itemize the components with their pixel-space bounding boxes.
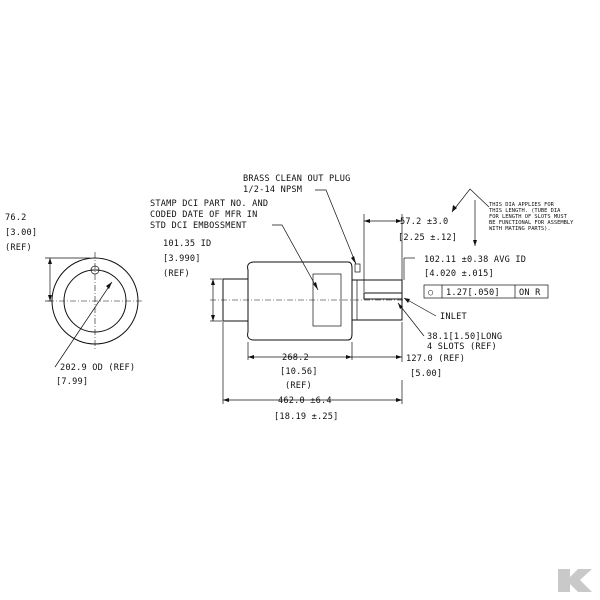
dim-268-arrow-right [346, 355, 352, 359]
dia-note-5: WITH MATING PARTS). [489, 226, 551, 232]
feature-control-frame: ○ 1.27[.050] ON R [423, 284, 549, 299]
main-body [247, 261, 353, 341]
dim-76-arrow-bot [48, 295, 52, 301]
slots-label: 38.1[1.50]LONG [427, 332, 502, 342]
dim-76-arrow-top [48, 258, 52, 264]
slots-label-2: 4 SLOTS (REF) [427, 342, 497, 352]
stamp-leader [272, 224, 319, 291]
dim-127-inch: [5.00] [410, 369, 442, 379]
dim-268-inch: [10.56] [280, 367, 318, 377]
dia-note-3: FOR LENGTH OF SLOTS MUST [489, 214, 568, 220]
inlet-leader-arrow [404, 298, 410, 303]
slot [363, 292, 403, 300]
dim-127-value: 127.0 (REF) [406, 354, 465, 364]
end-view: 76.2 [3.00] (REF) 202.9 OD (REF) [7.99] [5, 213, 142, 387]
stamp-leader-arrow [313, 282, 318, 290]
dim-462-arrow-left [223, 398, 229, 402]
dim-57-arrow-left [364, 219, 370, 223]
dim-76-ref: (REF) [5, 243, 32, 253]
plug-leader-arrow [351, 256, 356, 264]
dia-note-1: THIS DIA APPLIES FOR [489, 202, 555, 208]
dim-462-arrow-right [396, 398, 402, 402]
dim-57-arrow-right [396, 219, 402, 223]
stamp-note-2: CODED DATE OF MFR IN [150, 210, 257, 220]
stamp-note-1: STAMP DCI PART NO. AND [150, 199, 268, 209]
slots-leader [397, 302, 425, 337]
avg-id-value: 102.11 ±0.38 AVG ID [424, 255, 526, 265]
dia-note-leader [451, 188, 490, 213]
od-leader [54, 281, 113, 368]
dim-101-arrow-top [211, 279, 215, 285]
avg-id-inch: [4.020 ±.015] [424, 269, 494, 279]
od-leader-arrow [106, 282, 112, 289]
dim-101-ref: (REF) [163, 269, 190, 279]
fcf-modifier: ON R [519, 288, 541, 298]
plug-note-2: 1/2-14 NPSM [243, 185, 302, 195]
dim-462-inch: [18.19 ±.25] [274, 412, 339, 422]
clean-out-plug [354, 263, 361, 273]
fcf-tolerance: 1.27[.050] [446, 288, 500, 298]
slots-leader-arrow [398, 303, 403, 309]
dim-57-value: 57.2 ±3.0 [400, 217, 448, 227]
dim-101-value: 101.35 ID [163, 239, 211, 249]
dim-76-inch: [3.00] [5, 228, 37, 238]
plug-leader [315, 189, 357, 265]
fcf-symbol: ○ [428, 288, 433, 298]
dim-57-inch: [2.25 ±.12] [398, 233, 457, 243]
dia-note-4: BE FUNCTIONAL FOR ASSEMBLY [489, 220, 574, 226]
dia-note-arrow [452, 205, 457, 212]
dia-note-2: THIS LENGTH. (TUBE DIA [489, 208, 561, 214]
dim-268-value: 268.2 [282, 353, 309, 363]
inlet-leader [403, 297, 437, 317]
stamp-note-3: STD DCI EMBOSSMENT [150, 221, 247, 231]
fcf-box [423, 284, 549, 299]
side-view: 101.35 ID [3.990] (REF) STAMP DCI PART N… [150, 174, 574, 422]
dim-268-ref: (REF) [285, 381, 312, 391]
dim-76-value: 76.2 [5, 213, 27, 223]
dim-101-inch: [3.990] [163, 254, 201, 264]
brand-logo [558, 569, 592, 592]
od-inch: [7.99] [56, 377, 88, 387]
dim-462-value: 462.0 ±6.4 [278, 396, 332, 406]
dia-note-stem-arrow [473, 240, 477, 246]
plug-note-1: BRASS CLEAN OUT PLUG [243, 174, 350, 184]
dim-268-arrow-left [248, 355, 254, 359]
od-label: 202.9 OD (REF) [60, 363, 135, 373]
inlet-label: INLET [440, 312, 467, 322]
dim-127-arrow-right [396, 355, 402, 359]
dim-101-arrow-bot [211, 315, 215, 321]
brand-logo-icon [558, 569, 592, 592]
